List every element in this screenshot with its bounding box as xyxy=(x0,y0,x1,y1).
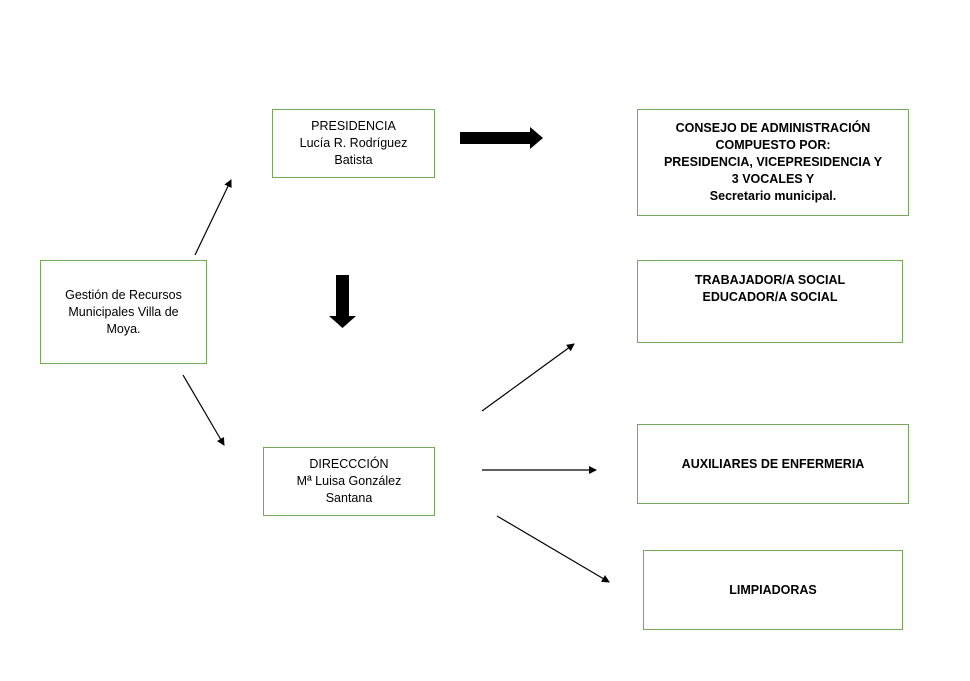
node-text-line: Mª Luisa González xyxy=(296,474,402,488)
node-text-line: TRABAJADOR/A SOCIAL xyxy=(694,273,846,287)
node-text-line: COMPUESTO POR: xyxy=(715,138,831,152)
node-limpiadoras: LIMPIADORAS xyxy=(643,550,903,630)
node-text-line: DIRECCCIÓN xyxy=(309,457,389,471)
node-text-line: PRESIDENCIA xyxy=(311,119,396,133)
node-text-line: PRESIDENCIA, VICEPRESIDENCIA Y xyxy=(663,155,883,169)
node-text-line: Batista xyxy=(334,153,373,167)
node-text-line: Gestión de Recursos xyxy=(65,287,182,302)
node-text-line: Municipales Villa de xyxy=(68,304,179,319)
node-text-line: Secretario municipal. xyxy=(709,189,837,203)
node-direccion: DIRECCCIÓN Mª Luisa González Santana xyxy=(263,447,435,516)
arrow-direccion-to-limpiadoras xyxy=(496,515,610,583)
node-text-line: 3 VOCALES Y xyxy=(731,172,815,186)
node-text-line: CONSEJO DE ADMINISTRACIÓN xyxy=(675,121,871,135)
node-trabajador-social: TRABAJADOR/A SOCIAL EDUCADOR/A SOCIAL xyxy=(637,260,903,343)
node-auxiliares-enfermeria: AUXILIARES DE ENFERMERIA xyxy=(637,424,909,504)
node-text-line: Lucía R. Rodríguez xyxy=(299,136,408,150)
node-text-line: Santana xyxy=(325,491,373,505)
node-gestion-recursos: Gestión de Recursos Municipales Villa de… xyxy=(40,260,207,364)
node-text-line: AUXILIARES DE ENFERMERIA xyxy=(681,456,865,471)
arrow-root-to-direccion xyxy=(182,374,225,446)
node-presidencia: PRESIDENCIA Lucía R. Rodríguez Batista xyxy=(272,109,435,178)
node-consejo-administracion: CONSEJO DE ADMINISTRACIÓN COMPUESTO POR:… xyxy=(637,109,909,216)
node-text-line: Moya. xyxy=(106,321,141,336)
arrow-direccion-to-trabajador xyxy=(481,343,575,412)
arrow-presidencia-to-direccion xyxy=(329,275,356,328)
node-text-line: EDUCADOR/A SOCIAL xyxy=(702,290,838,304)
arrow-presidencia-to-consejo xyxy=(460,127,543,149)
node-text-line: LIMPIADORAS xyxy=(729,582,817,597)
arrow-root-to-presidencia xyxy=(194,179,232,256)
